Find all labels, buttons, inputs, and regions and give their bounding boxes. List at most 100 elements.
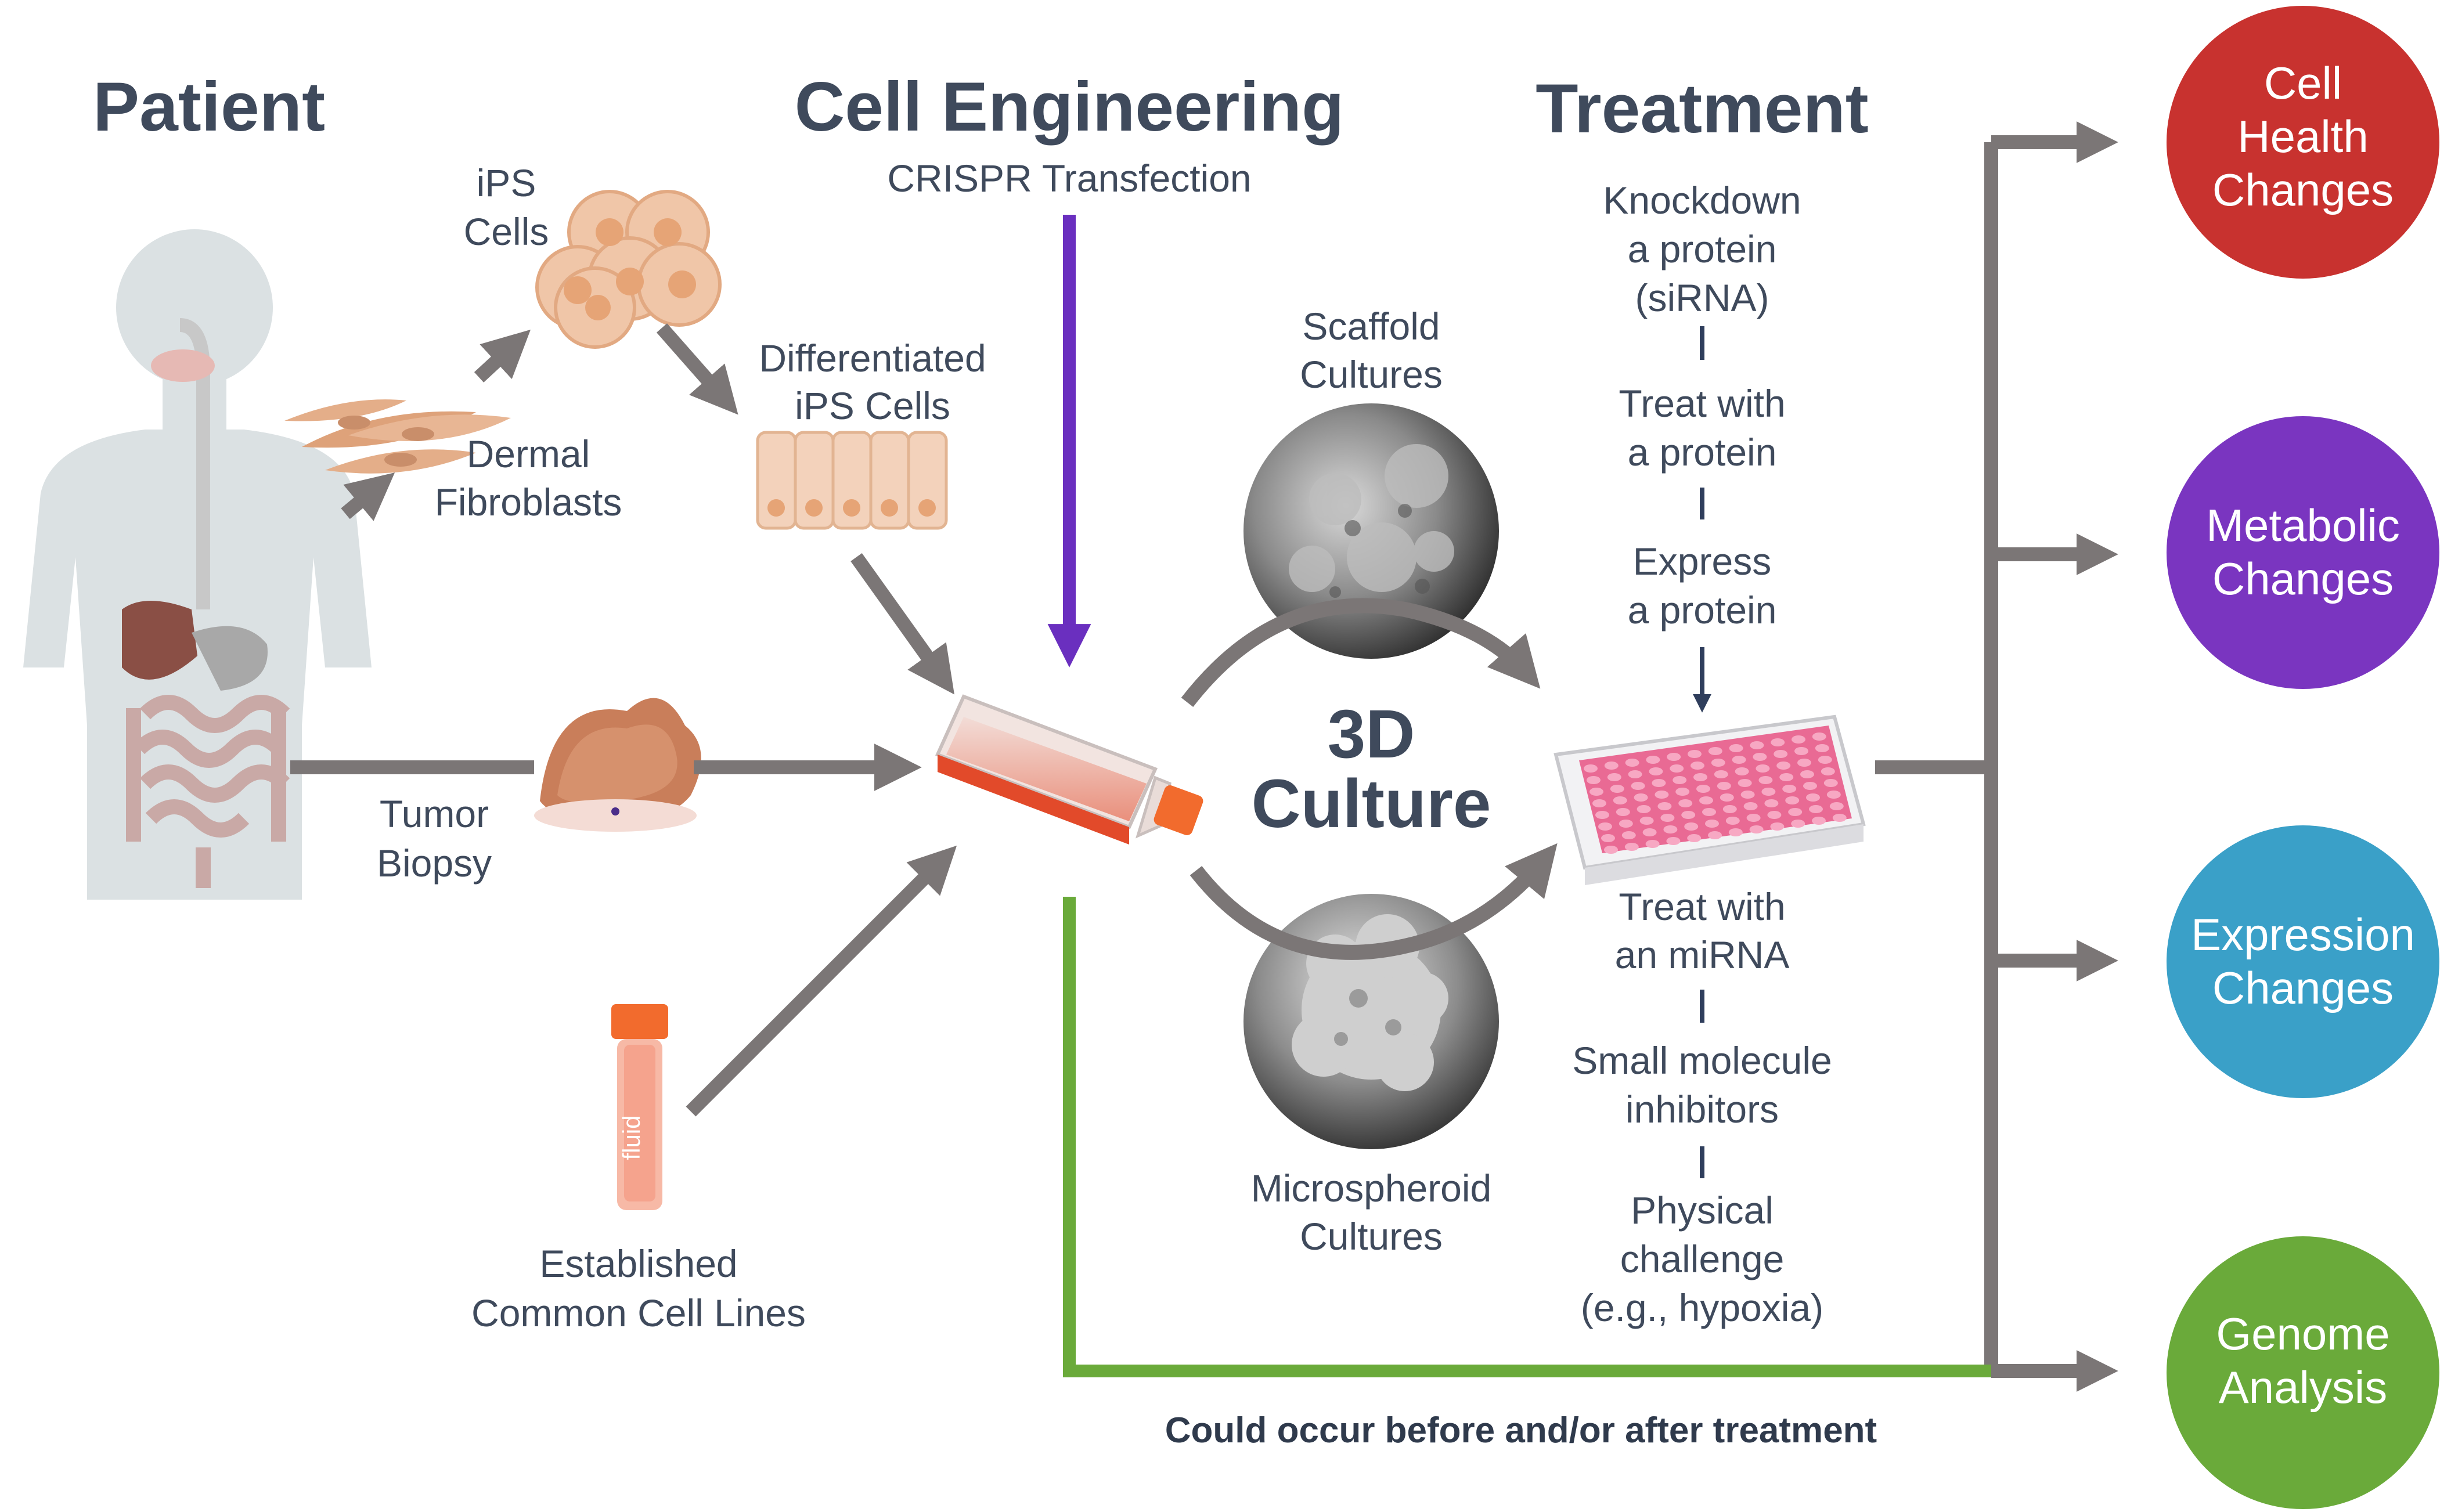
well bbox=[1771, 738, 1785, 746]
outcome-cell-health-line-3: Changes bbox=[2212, 164, 2394, 215]
well bbox=[1637, 805, 1651, 813]
label-3d: 3D bbox=[1328, 696, 1415, 773]
well bbox=[1667, 753, 1681, 761]
well bbox=[1792, 735, 1805, 744]
ips-cells-icon bbox=[535, 190, 722, 349]
treat-knockdown-2: a protein bbox=[1628, 228, 1777, 270]
label-tumor-biopsy-2: Biopsy bbox=[377, 842, 492, 885]
well bbox=[1675, 788, 1690, 796]
well bbox=[1782, 785, 1797, 793]
well bbox=[1761, 788, 1776, 796]
label-scaffold-2: Cultures bbox=[1300, 353, 1443, 396]
well bbox=[1764, 799, 1779, 807]
well bbox=[1589, 788, 1603, 796]
outcome-metabolic-line-2: Changes bbox=[2212, 553, 2394, 604]
well bbox=[1684, 822, 1699, 831]
well bbox=[1688, 750, 1702, 758]
well bbox=[1702, 808, 1716, 816]
heading-cell-engineering: Cell Engineering bbox=[795, 68, 1345, 146]
well bbox=[1823, 779, 1838, 787]
well bbox=[1725, 817, 1740, 825]
outcome-cell-health: Cell Health Changes bbox=[2167, 6, 2439, 279]
label-microspheroid-1: Microspheroid bbox=[1251, 1167, 1492, 1210]
well bbox=[1619, 820, 1633, 828]
note-before-after: Could occur before and/or after treatmen… bbox=[1165, 1410, 1877, 1450]
outcome-cell-health-line-1: Cell bbox=[2264, 57, 2342, 109]
well bbox=[1652, 779, 1666, 787]
well bbox=[1691, 762, 1704, 770]
well bbox=[1740, 791, 1755, 799]
well bbox=[1774, 750, 1788, 758]
label-differentiated-1: Differentiated bbox=[759, 337, 986, 380]
well bbox=[1812, 732, 1826, 741]
treat-protein-2: a protein bbox=[1628, 431, 1777, 474]
well bbox=[1806, 793, 1820, 802]
label-ips-cells-2: Cells bbox=[464, 210, 549, 253]
outcome-expression-line-1: Expression bbox=[2191, 909, 2415, 960]
well bbox=[1621, 831, 1636, 839]
well bbox=[1722, 805, 1737, 813]
well bbox=[1756, 764, 1770, 773]
well bbox=[1687, 834, 1702, 842]
tumor-icon bbox=[534, 698, 701, 832]
treat-physical-2: challenge bbox=[1620, 1237, 1785, 1280]
well bbox=[1826, 791, 1841, 799]
well bbox=[1812, 817, 1826, 825]
label-tumor-biopsy-1: Tumor bbox=[380, 792, 489, 835]
well bbox=[1729, 744, 1743, 752]
well bbox=[1616, 808, 1630, 816]
treat-physical-1: Physical bbox=[1631, 1189, 1774, 1232]
well bbox=[1634, 793, 1648, 802]
well bbox=[1670, 764, 1684, 773]
well bbox=[1720, 793, 1734, 802]
well bbox=[1673, 776, 1687, 784]
label-microspheroid-2: Cultures bbox=[1300, 1215, 1443, 1258]
well bbox=[1800, 770, 1814, 778]
heading-patient: Patient bbox=[93, 68, 325, 146]
well bbox=[1613, 796, 1627, 804]
well bbox=[1604, 846, 1618, 854]
treat-mirna-1: Treat with bbox=[1619, 885, 1785, 928]
label-crispr: CRISPR Transfection bbox=[887, 157, 1251, 200]
outcome-arrows bbox=[1875, 121, 2118, 1392]
treat-physical-3: (e.g., hypoxia) bbox=[1581, 1286, 1823, 1329]
scaffold-image-icon bbox=[1243, 403, 1499, 659]
well bbox=[1832, 814, 1847, 822]
outcome-genome-line-1: Genome bbox=[2216, 1308, 2389, 1359]
well bbox=[1681, 811, 1696, 819]
well bbox=[1592, 799, 1606, 807]
label-established-2: Common Cell Lines bbox=[471, 1291, 806, 1334]
well bbox=[1743, 802, 1758, 810]
well bbox=[1749, 825, 1764, 833]
well bbox=[1628, 770, 1642, 778]
well bbox=[1699, 796, 1713, 804]
well bbox=[1776, 762, 1791, 770]
treat-mirna-2: an miRNA bbox=[1615, 933, 1790, 976]
label-dermal-fibroblasts-2: Fibroblasts bbox=[435, 481, 622, 524]
well bbox=[1678, 799, 1693, 807]
well bbox=[1610, 785, 1624, 793]
heading-treatment: Treatment bbox=[1536, 70, 1869, 147]
well bbox=[1649, 767, 1663, 775]
well bbox=[1595, 811, 1609, 819]
outcome-expression-line-2: Changes bbox=[2212, 962, 2394, 1013]
well bbox=[1625, 759, 1639, 767]
well bbox=[1770, 822, 1785, 831]
well bbox=[1708, 747, 1722, 755]
outcome-genome-line-2: Analysis bbox=[2219, 1362, 2387, 1413]
well bbox=[1746, 814, 1761, 822]
well bbox=[1767, 811, 1782, 819]
label-ips-cells-1: iPS bbox=[477, 161, 536, 204]
well bbox=[1587, 776, 1601, 784]
well bbox=[1696, 785, 1710, 793]
treat-knockdown-3: (siRNA) bbox=[1635, 276, 1769, 319]
well bbox=[1732, 756, 1746, 764]
well bbox=[1797, 759, 1811, 767]
culture-flask-icon bbox=[935, 694, 1203, 845]
outcome-expression: Expression Changes bbox=[2167, 825, 2439, 1098]
well bbox=[1815, 744, 1829, 752]
well bbox=[1791, 820, 1805, 828]
well bbox=[1645, 840, 1660, 848]
outcome-genome: Genome Analysis bbox=[2167, 1236, 2439, 1509]
well bbox=[1660, 814, 1675, 822]
